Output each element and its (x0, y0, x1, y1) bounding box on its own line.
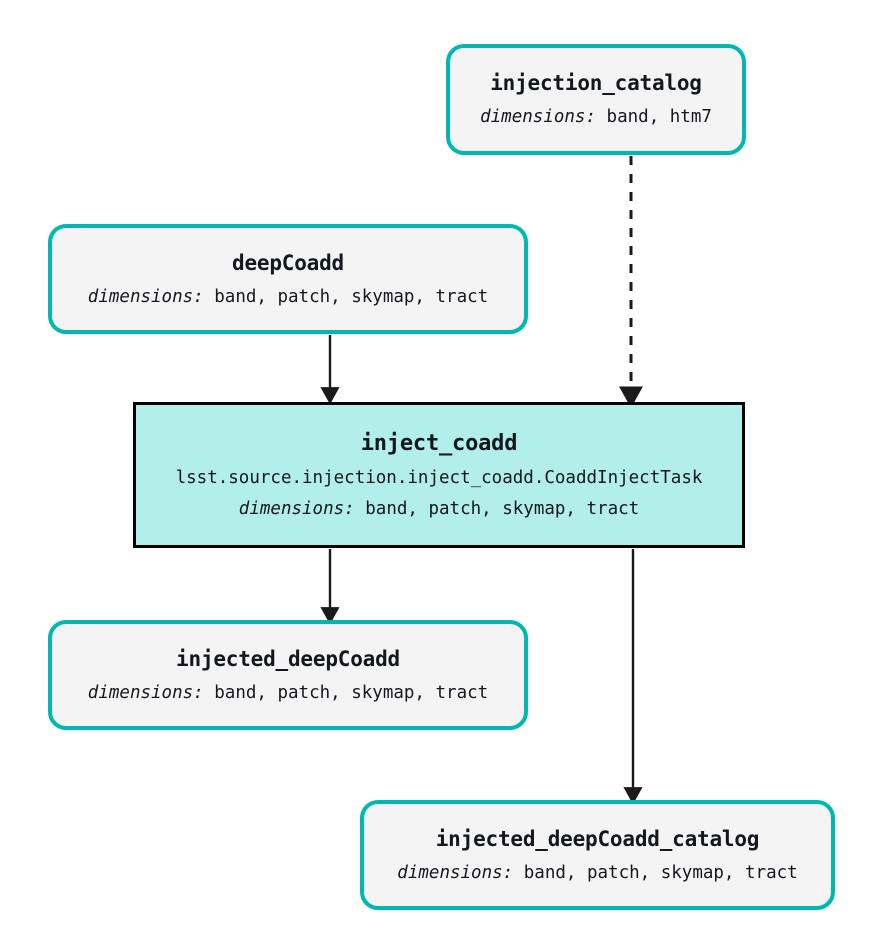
node-dimensions: dimensions: band, patch, skymap, tract (397, 862, 797, 884)
node-inject-coadd[interactable]: inject_coadd lsst.source.injection.injec… (133, 402, 745, 548)
node-dimensions: dimensions: band, patch, skymap, tract (88, 286, 488, 308)
dimensions-value: band, htm7 (606, 107, 712, 127)
node-injected-deep-coadd[interactable]: injected_deepCoadd dimensions: band, pat… (48, 620, 528, 730)
node-title: inject_coadd (360, 430, 518, 456)
dimensions-label: dimensions: (87, 286, 204, 307)
node-dimensions: dimensions: band, patch, skymap, tract (239, 498, 639, 520)
node-dimensions: dimensions: band, patch, skymap, tract (88, 682, 488, 704)
dimensions-value: band, patch, skymap, tract (523, 862, 798, 883)
node-injected-deep-coadd-catalog[interactable]: injected_deepCoadd_catalog dimensions: b… (360, 800, 835, 910)
dimensions-value: band, patch, skymap, tract (365, 498, 640, 519)
node-dimensions: dimensions: band, htm7 (480, 106, 712, 128)
node-title: injection_catalog (490, 71, 702, 95)
node-injection-catalog[interactable]: injection_catalog dimensions: band, htm7 (446, 44, 746, 155)
node-title: injected_deepCoadd (176, 646, 400, 671)
dimensions-label: dimensions: (87, 682, 204, 703)
node-title: injected_deepCoadd_catalog (435, 826, 760, 851)
node-qualname: lsst.source.injection.inject_coadd.Coadd… (175, 467, 703, 488)
node-title: deepCoadd (232, 250, 344, 275)
dimensions-label: dimensions: (238, 498, 355, 519)
dimensions-label: dimensions: (397, 862, 514, 883)
dimensions-value: band, patch, skymap, tract (214, 286, 489, 307)
dimensions-label: dimensions: (480, 107, 596, 127)
node-deep-coadd[interactable]: deepCoadd dimensions: band, patch, skyma… (48, 224, 528, 334)
dimensions-value: band, patch, skymap, tract (214, 682, 489, 703)
